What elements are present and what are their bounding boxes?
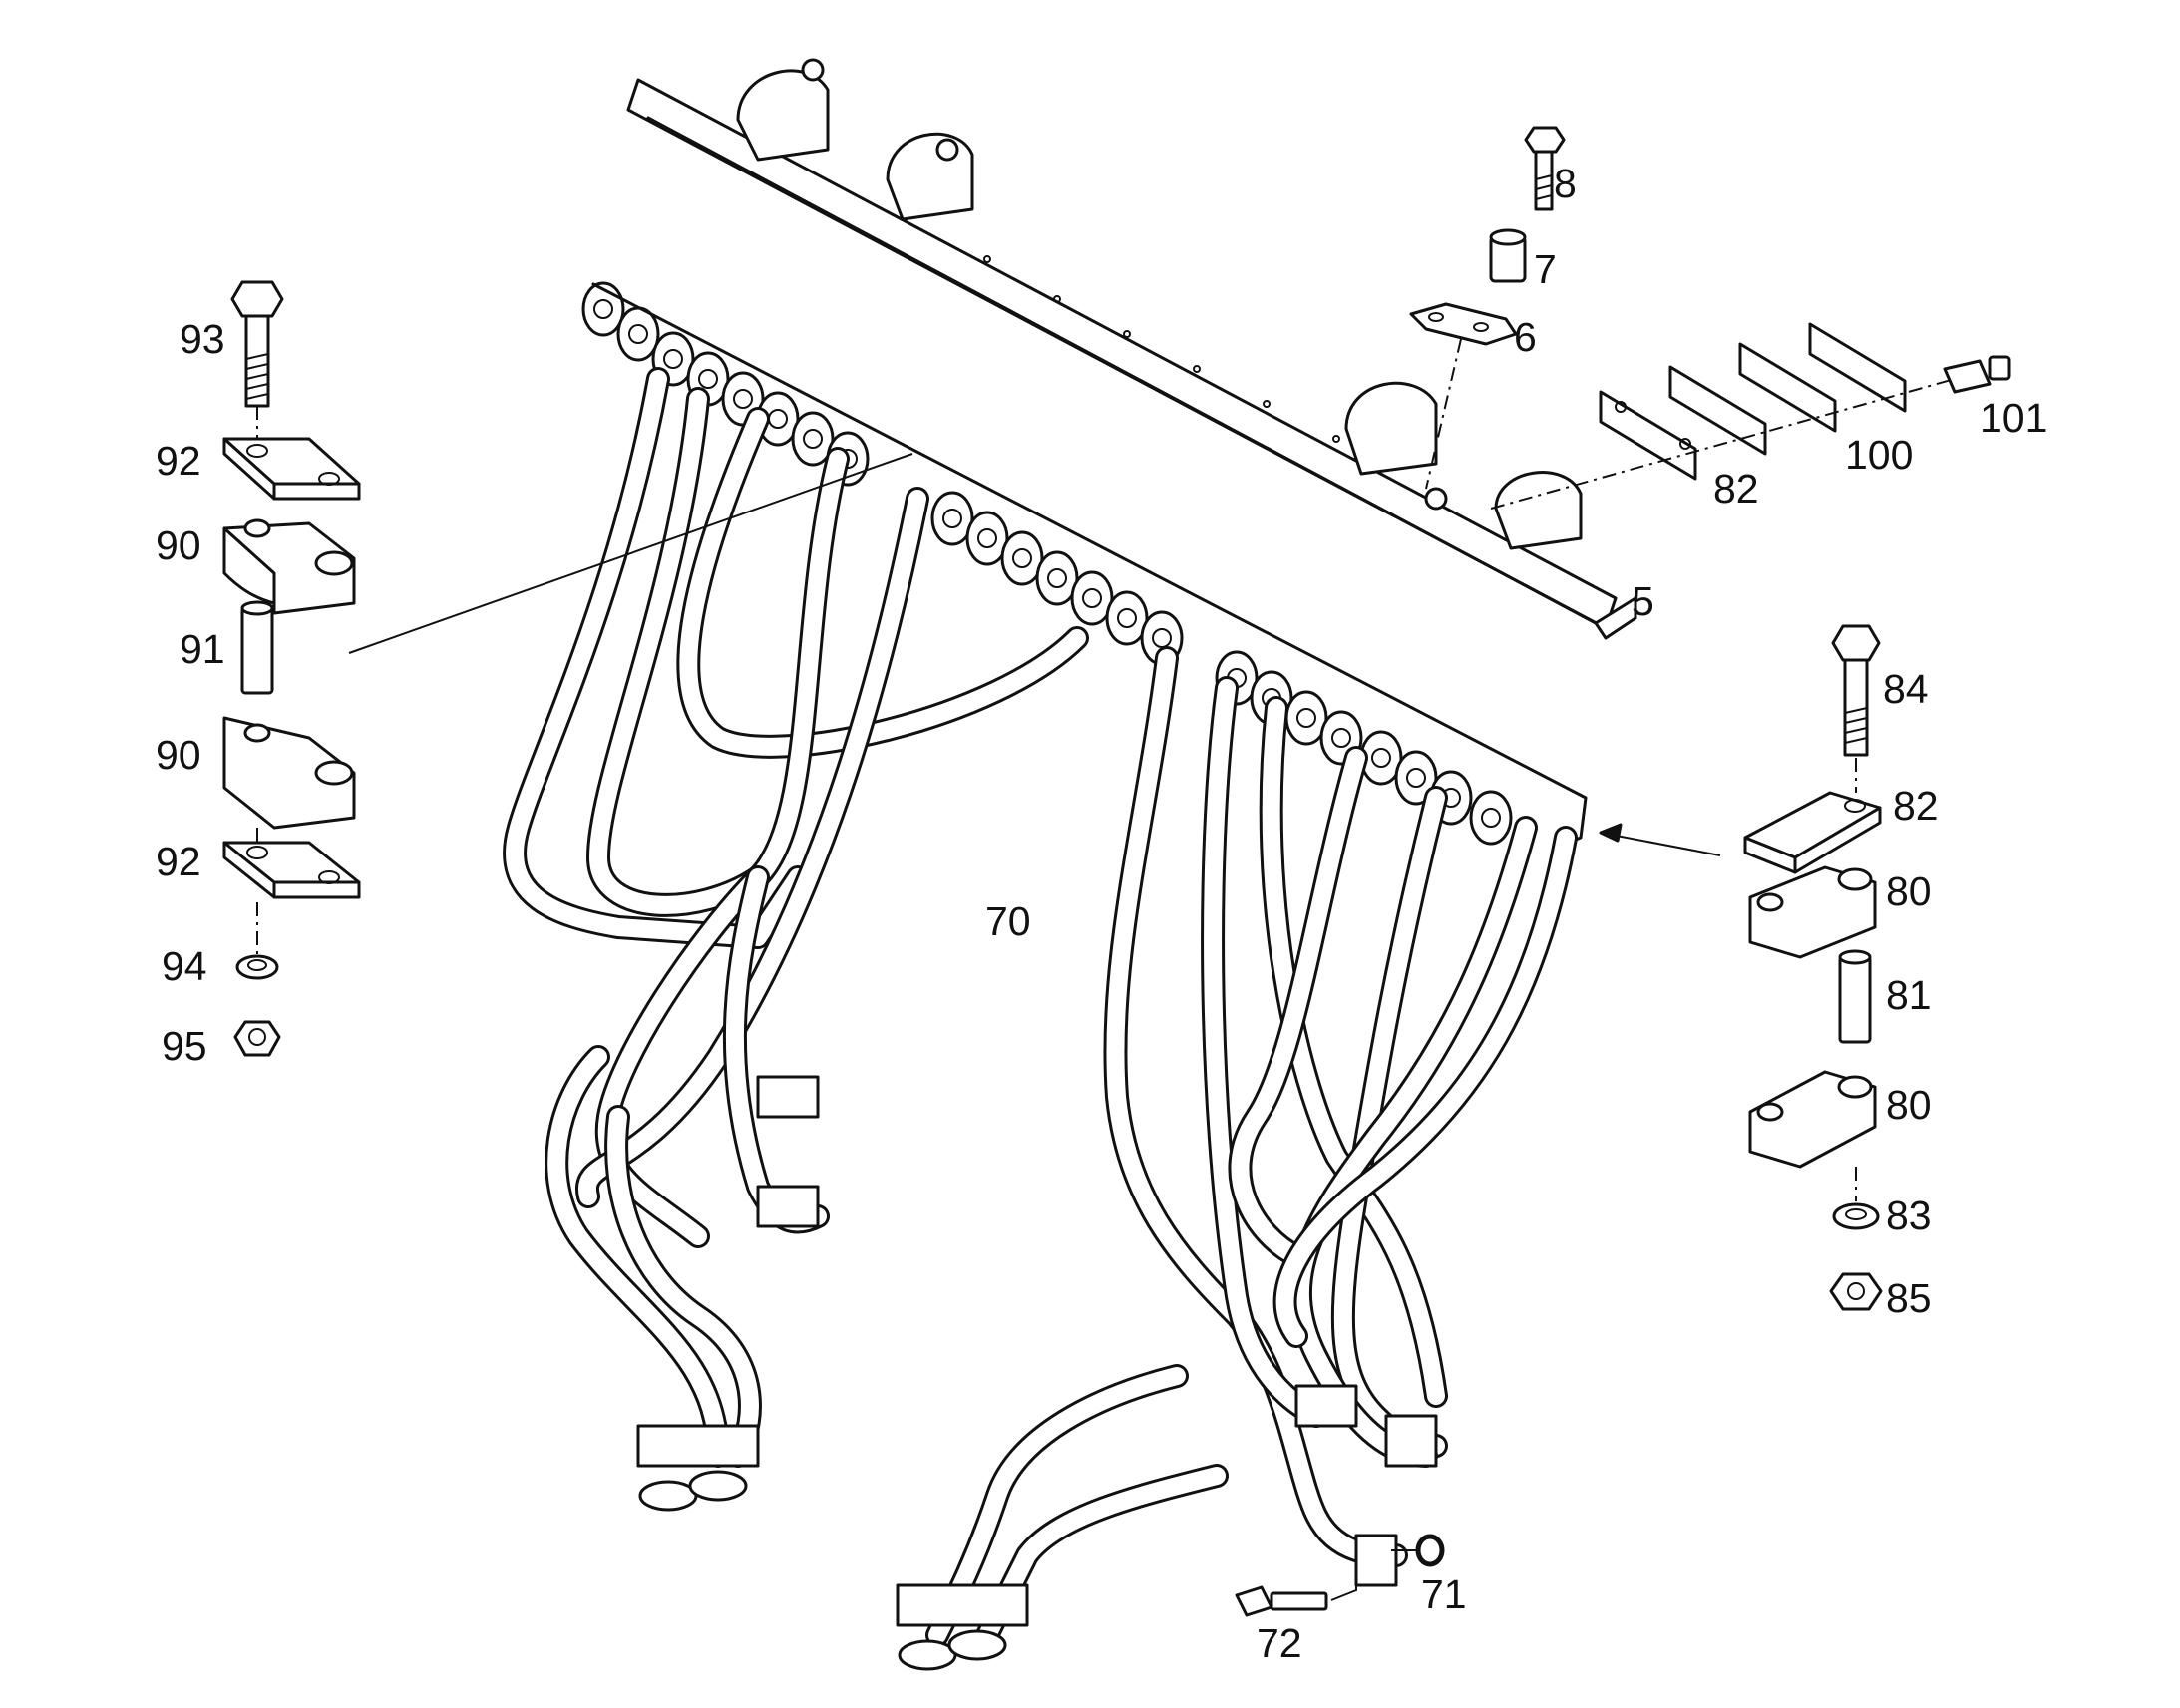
callout-83: 83: [1886, 1193, 1932, 1238]
callout-90-top: 90: [156, 522, 201, 568]
callout-101: 101: [1980, 395, 2047, 441]
callout-93: 93: [180, 316, 225, 362]
flange-row-left: [581, 281, 870, 487]
callout-100: 100: [1845, 432, 1913, 478]
callout-7: 7: [1534, 246, 1557, 292]
pipe-harness: [503, 281, 1588, 1671]
plate-92-top: [222, 437, 361, 501]
mounting-rail: [626, 58, 1637, 640]
callout-80-bottom: 80: [1886, 1082, 1932, 1128]
bolt-8: [1524, 126, 1566, 211]
rail-fasteners: [1409, 126, 2011, 510]
o-ring-71: [1415, 1534, 1445, 1567]
callout-95: 95: [162, 1023, 207, 1069]
callout-82-right: 82: [1893, 783, 1939, 829]
bolt-93: [230, 280, 284, 408]
left-pipes: [503, 367, 1089, 1468]
callout-6: 6: [1514, 314, 1537, 360]
nut-85: [1829, 1272, 1883, 1311]
callout-71: 71: [1421, 1571, 1467, 1617]
washer-83: [1832, 1202, 1880, 1230]
callout-92-bottom: 92: [156, 839, 201, 884]
callout-94: 94: [162, 943, 207, 989]
callout-5: 5: [1632, 578, 1654, 624]
callout-85: 85: [1886, 1275, 1932, 1321]
washer-94: [235, 954, 279, 980]
left-clamp-assembly: [222, 280, 913, 1057]
callout-82-top: 82: [1713, 466, 1759, 512]
block-90-bottom: [222, 716, 356, 830]
bolt-72: [1235, 1585, 1328, 1617]
callout-81: 81: [1886, 972, 1932, 1018]
plate-82: [1743, 791, 1882, 874]
callout-80-top: 80: [1886, 868, 1932, 914]
sleeve-91: [240, 600, 274, 695]
spacer-7: [1489, 228, 1527, 283]
arrow-head: [1599, 823, 1623, 843]
callout-90-bottom: 90: [156, 732, 201, 778]
bottom-fasteners: [1235, 1534, 1445, 1617]
nut-95: [233, 1020, 281, 1057]
leader-line-right: [1600, 832, 1721, 856]
flange-row-middle: [930, 491, 1184, 666]
callout-84: 84: [1883, 666, 1929, 712]
callout-92-top: 92: [156, 438, 201, 484]
block-90-top: [222, 518, 356, 615]
rail-holes: [983, 255, 1340, 443]
bolt-84: [1831, 624, 1881, 757]
block-80-top: [1748, 865, 1877, 959]
plate-6: [1409, 302, 1518, 346]
callout-70: 70: [985, 898, 1031, 944]
right-clamp-assembly: [1599, 624, 1883, 1311]
callout-91: 91: [180, 626, 225, 672]
callout-72: 72: [1257, 1620, 1302, 1666]
plate-92-bottom: [222, 841, 361, 899]
pipe-end-flanges: [636, 1075, 1438, 1671]
bolt-101: [1943, 355, 2011, 394]
block-80-bottom: [1748, 1070, 1877, 1169]
callout-8: 8: [1554, 161, 1577, 206]
callout-labels: 93 92 90 91 90 92 94 95 8 7 6 101 100 82…: [156, 161, 2047, 1666]
shims-82-100: [1599, 322, 1907, 481]
leader-line-left: [348, 453, 913, 654]
sleeve-81: [1838, 949, 1872, 1044]
